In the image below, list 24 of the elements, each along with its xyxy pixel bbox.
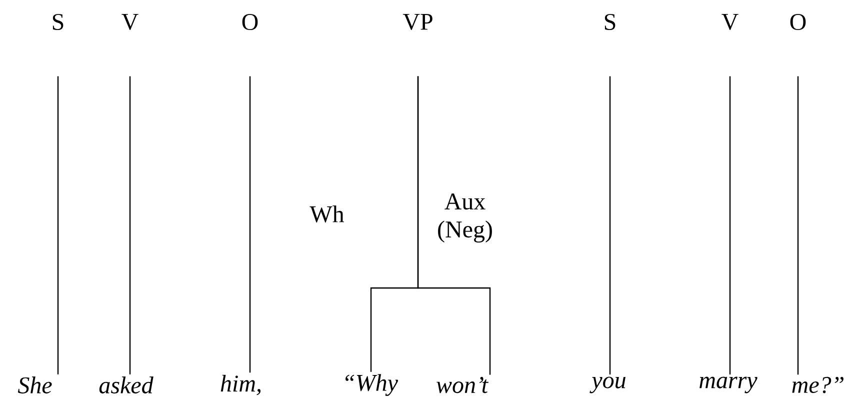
word-label: asked [99,376,154,394]
tree-line [609,76,611,375]
wh-label: Wh [310,206,344,222]
tree-line [417,76,491,375]
tree-line [249,76,251,373]
category-label: S [52,14,64,30]
word-label: won’t [436,376,489,394]
tree-line [729,76,731,375]
category-label: V [122,14,138,30]
word-label: marry [700,376,758,394]
category-label: S [604,14,616,30]
category-label: O [242,14,258,30]
word-label: you [590,376,626,394]
tree-line [129,76,131,374]
word-label: “Why [346,374,398,396]
word-label: She [18,376,52,394]
category-label: VP [402,14,432,30]
tree-line [797,76,799,375]
word-label: him, [220,374,260,396]
word-label: me?” [792,376,844,394]
category-label: V [722,14,738,30]
category-label: O [790,14,806,30]
tree-line [57,76,59,374]
aux-label: Aux (Neg) [438,194,492,242]
